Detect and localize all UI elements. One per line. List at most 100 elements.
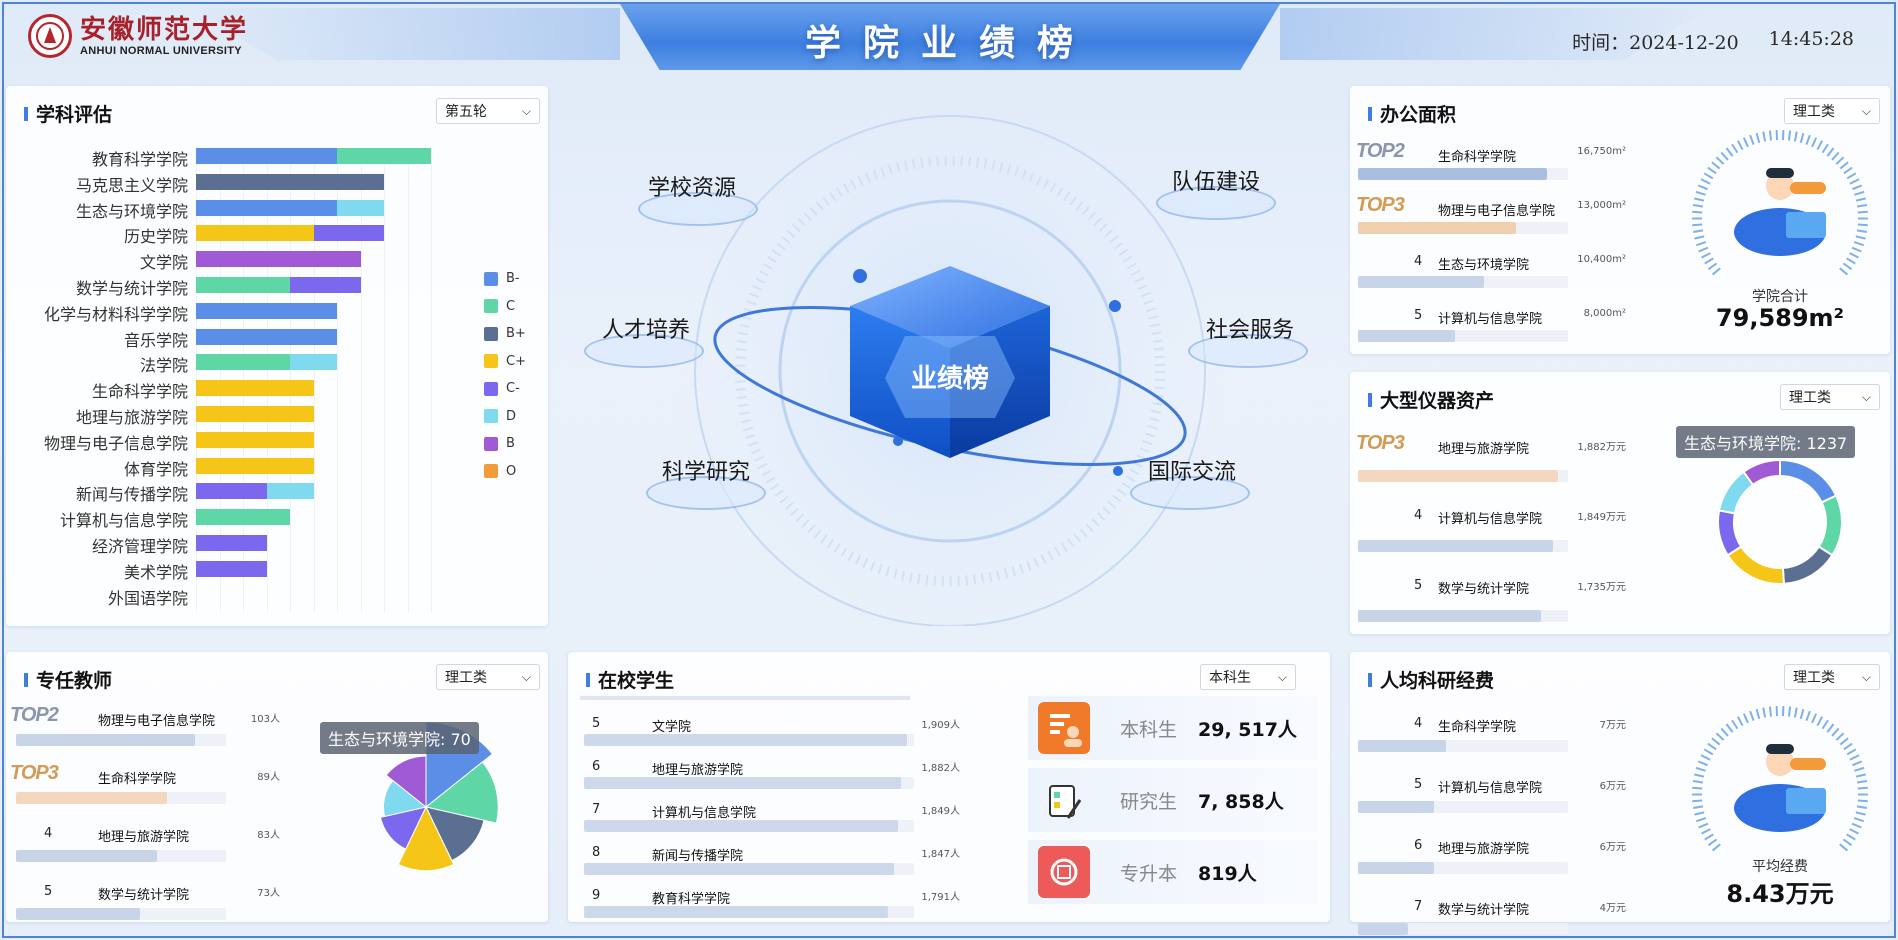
seal-icon	[28, 14, 72, 58]
gauge-tick	[1835, 156, 1845, 165]
person-hair-icon	[1766, 744, 1794, 754]
college-label: 新闻与传播学院	[75, 485, 188, 505]
book-cycle-icon	[1038, 846, 1090, 898]
gauge-tick	[1711, 161, 1721, 170]
center-item-team[interactable]: 队伍建设	[1172, 170, 1261, 195]
office-title: 办公面积	[1368, 100, 1456, 127]
gauge-tick	[1854, 190, 1865, 196]
legend-swatch	[484, 409, 498, 423]
icon-check	[1054, 802, 1060, 808]
gauge-tick	[1846, 172, 1857, 180]
gauge-tick	[1700, 754, 1711, 761]
gauge-tick	[1842, 838, 1853, 847]
page-title: 学院业绩榜	[804, 23, 1095, 64]
progress-fill	[1358, 168, 1547, 180]
bar-segment	[196, 354, 290, 371]
gauge-tick	[1843, 742, 1853, 751]
gauge-tick	[1694, 811, 1705, 816]
gauge-tick	[1816, 140, 1824, 151]
icon-line	[1050, 714, 1070, 718]
gridline	[407, 148, 409, 613]
pedestal	[1188, 334, 1308, 368]
college-label: 教育科学学院	[91, 150, 188, 169]
college-label: 马克思主义学院	[75, 175, 188, 195]
gauge-tick	[1697, 760, 1708, 767]
college-label: 经济管理学院	[91, 537, 188, 556]
office-total-label: 学院合计	[1752, 289, 1808, 305]
gauge-tick	[1857, 223, 1868, 227]
badge-icon	[1790, 758, 1826, 770]
students-type-select[interactable]: 本科生 ⌵	[1200, 664, 1296, 690]
rank-number: 6	[592, 759, 601, 774]
chevron-down-icon: ⌵	[1861, 103, 1871, 118]
gauge-tick	[1849, 178, 1860, 185]
rank-number: 4	[44, 826, 53, 841]
college-label: 历史学院	[123, 227, 188, 247]
rank-number: 5	[1414, 308, 1423, 323]
gauge-tick	[1695, 766, 1706, 772]
gauge-tick	[1749, 710, 1755, 721]
progress-fill	[1358, 740, 1447, 752]
stat-label: 专升本	[1120, 862, 1178, 885]
gridline	[360, 148, 362, 613]
bar-segment	[196, 483, 267, 500]
center-item-research[interactable]: 科学研究	[662, 460, 751, 485]
icon-pen	[1066, 799, 1082, 819]
gauge-tick	[1839, 161, 1849, 170]
gauge-ring	[1691, 706, 1869, 852]
gauge-tick	[1831, 727, 1840, 737]
gauge-tick	[1698, 246, 1709, 253]
legend-swatch	[484, 271, 498, 286]
gauge-tick	[1700, 178, 1711, 185]
gauge-tick	[1821, 719, 1829, 730]
date-value: 2024-12-20	[1629, 32, 1739, 54]
gauge-tick	[1855, 235, 1866, 240]
college-name: 数学与统计学院	[98, 888, 190, 903]
gauge-tick	[1768, 706, 1773, 717]
gauge-tick	[1851, 246, 1862, 253]
gauge-tick	[1715, 156, 1725, 165]
bar-segment	[196, 535, 267, 551]
funding-category-select[interactable]: 理工类 ⌵	[1784, 664, 1880, 690]
progress-fill	[1358, 862, 1434, 874]
center-item-international[interactable]: 国际交流	[1148, 460, 1237, 485]
book-cycle-icon-glyph	[1050, 858, 1078, 886]
evaluation-chart: 教育科学学院马克思主义学院生态与环境学院历史学院文学院数学与统计学院化学与材料科…	[6, 148, 486, 613]
center-item-resources[interactable]: 学校资源	[648, 176, 737, 201]
teachers-category-select[interactable]: 理工类 ⌵	[436, 664, 540, 690]
equipment-category-select[interactable]: 理工类 ⌵	[1780, 384, 1880, 410]
rank-number: 5	[1414, 777, 1423, 792]
legend-label: C+	[506, 353, 526, 369]
center-item-talent[interactable]: 人才培养	[602, 318, 691, 343]
clipboard-pen-icon-glyph	[1049, 785, 1082, 819]
icon-check	[1054, 792, 1060, 798]
gauge-tick	[1799, 132, 1805, 144]
gauge-tick	[1720, 727, 1729, 737]
center-item-service[interactable]: 社会服务	[1206, 318, 1295, 343]
college-label: 物理与电子信息学院	[43, 433, 188, 453]
rank-value: 16,750m²	[1577, 146, 1626, 157]
bar-segment	[337, 148, 431, 164]
rank-number: 4	[1414, 716, 1423, 731]
gauge-tick	[1799, 708, 1805, 720]
office-category-select[interactable]: 理工类 ⌵	[1784, 98, 1880, 124]
college-name: 新闻与传播学院	[652, 849, 744, 864]
bar-segment	[196, 277, 290, 293]
teachers-category-value: 理工类	[445, 670, 487, 686]
gauge-tick	[1839, 267, 1849, 276]
legend-swatch	[484, 354, 498, 368]
legend-item: C-	[484, 381, 520, 396]
icon-body	[1064, 739, 1082, 747]
round-select[interactable]: 第五轮 ⌵	[436, 98, 540, 124]
gauge-tick	[1711, 737, 1721, 746]
gauge-tick	[1703, 172, 1714, 180]
donut-slice	[1781, 545, 1834, 585]
rank-value: 1,735万元	[1577, 582, 1626, 593]
